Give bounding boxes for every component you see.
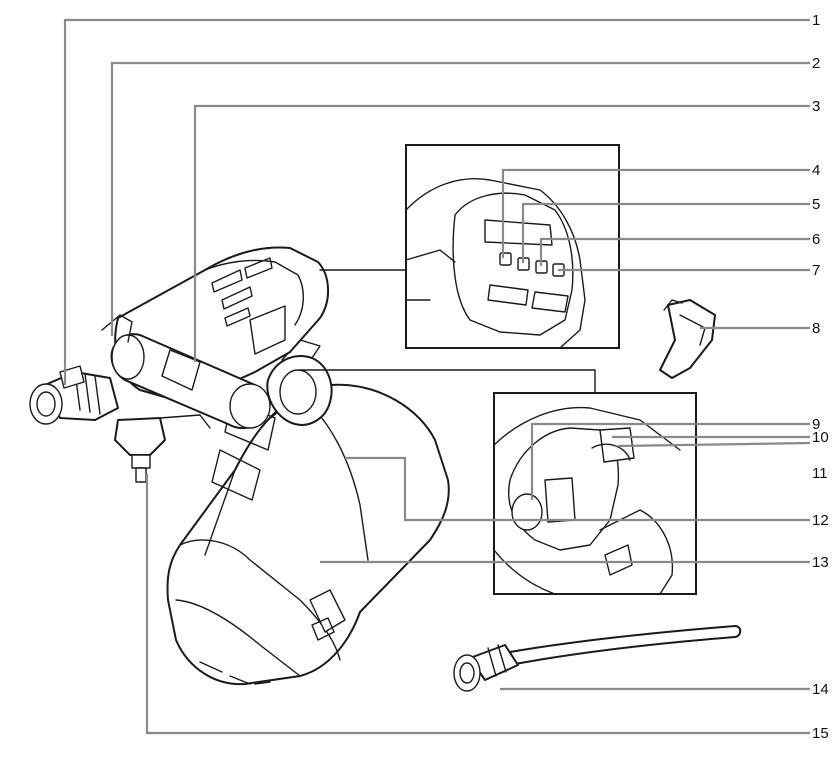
callout-3: 3 bbox=[812, 98, 820, 115]
callout-10: 10 bbox=[812, 429, 829, 446]
callout-numbers: 1 2 3 4 5 6 7 8 9 10 11 12 13 14 15 bbox=[812, 12, 829, 742]
inset-buttons-panel bbox=[406, 145, 619, 348]
callout-14: 14 bbox=[812, 681, 829, 698]
callout-5: 5 bbox=[812, 196, 820, 213]
callout-6: 6 bbox=[812, 231, 820, 248]
connector-cable bbox=[454, 626, 740, 691]
callout-12: 12 bbox=[812, 512, 829, 529]
callout-11: 11 bbox=[812, 465, 828, 482]
lower-housing bbox=[168, 385, 449, 684]
cable-clip bbox=[660, 300, 715, 378]
callout-7: 7 bbox=[812, 262, 820, 279]
callout-15: 15 bbox=[812, 725, 829, 742]
callout-8: 8 bbox=[812, 320, 820, 337]
callout-2: 2 bbox=[812, 55, 820, 72]
callout-13: 13 bbox=[812, 554, 829, 571]
callout-1: 1 bbox=[812, 12, 820, 29]
lower-plug bbox=[115, 415, 210, 482]
callout-4: 4 bbox=[812, 162, 820, 179]
